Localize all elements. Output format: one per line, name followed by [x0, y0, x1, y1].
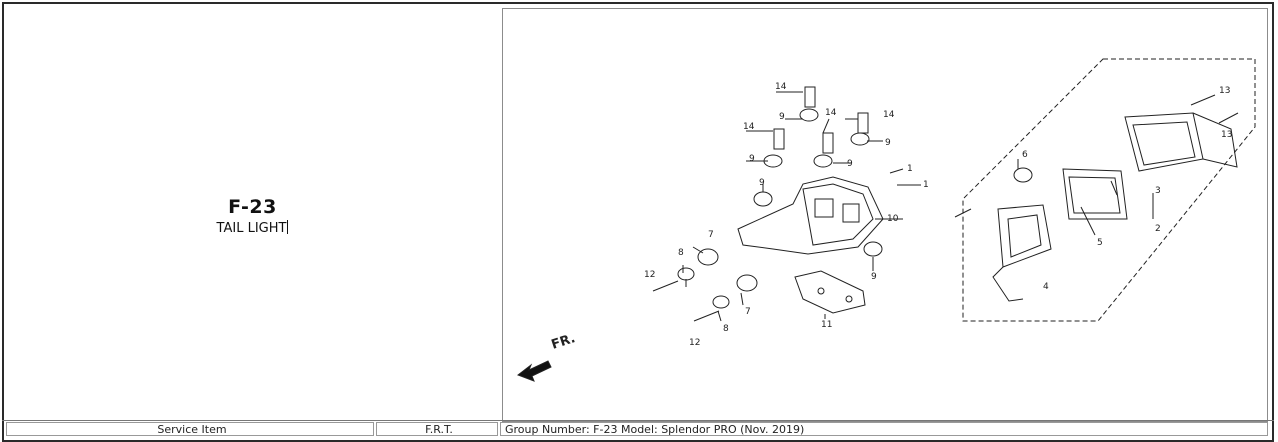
callout-8b: 8: [723, 324, 729, 334]
callout-9f: 9: [871, 272, 877, 282]
lens-gasket: [1062, 168, 1128, 220]
part-code: F-23: [228, 196, 277, 218]
grommet-7-upper: [697, 248, 719, 266]
callout-2: 2: [1155, 224, 1161, 234]
grommet-7-lower: [736, 274, 758, 292]
callout-9c: 9: [759, 178, 765, 188]
callout-8a: 8: [678, 248, 684, 258]
grommet-9-right: [863, 241, 883, 257]
row-divider: [2, 420, 1274, 421]
callout-12b: 12: [689, 338, 700, 348]
grommet-9-left: [753, 191, 773, 207]
callout-10: 10: [887, 214, 899, 224]
callout-6: 6: [1022, 150, 1028, 160]
grommet-8-upper: [677, 267, 695, 281]
callout-12a: 12: [644, 270, 655, 280]
plate: [794, 270, 866, 314]
direction-label: FR.: [550, 331, 578, 353]
callout-13a: 13: [1219, 86, 1230, 96]
mount-bracket: [737, 176, 884, 255]
bulb: [1013, 167, 1033, 183]
service-item-header: Service Item: [6, 422, 374, 436]
exploded-diagram: 1 1 2 3 4 5 6 7 7 8 8 9 9 9 9 9 9 10 11 …: [516, 58, 1256, 382]
frt-header: F.R.T.: [376, 422, 498, 436]
lamp-assembly-outline: [962, 58, 1256, 322]
callout-9b: 9: [749, 154, 755, 164]
callout-7b: 7: [745, 307, 751, 317]
callout-7a: 7: [708, 230, 714, 240]
exploded-diagram-cell: 1 1 2 3 4 5 6 7 7 8 8 9 9 9 9 9 9 10 11 …: [502, 8, 1268, 422]
text-cursor: [287, 220, 289, 234]
callout-11: 11: [821, 320, 832, 330]
callout-5: 5: [1097, 238, 1103, 248]
callout-14a: 14: [775, 82, 787, 92]
part-name-row: TAIL LIGHT: [4, 220, 501, 236]
group-info-cell: Group Number: F-23 Model: Splendor PRO (…: [500, 422, 1268, 436]
callout-9e: 9: [885, 138, 891, 148]
callout-9d: 9: [847, 159, 853, 169]
grommet-8-lower: [712, 295, 730, 309]
callout-14b: 14: [743, 122, 755, 132]
part-name: TAIL LIGHT: [216, 221, 287, 236]
socket-unit: [997, 204, 1052, 268]
direction-arrow: [516, 360, 552, 382]
callout-14d: 14: [883, 110, 895, 120]
callout-14c: 14: [825, 108, 837, 118]
callout-9a: 9: [779, 112, 785, 122]
callout-1a: 1: [907, 164, 913, 174]
callout-4: 4: [1043, 282, 1049, 292]
part-title-cell: F-23 TAIL LIGHT: [4, 4, 501, 424]
callout-3: 3: [1155, 186, 1161, 196]
callout-13b: 13: [1221, 130, 1232, 140]
callout-1b: 1: [923, 180, 929, 190]
